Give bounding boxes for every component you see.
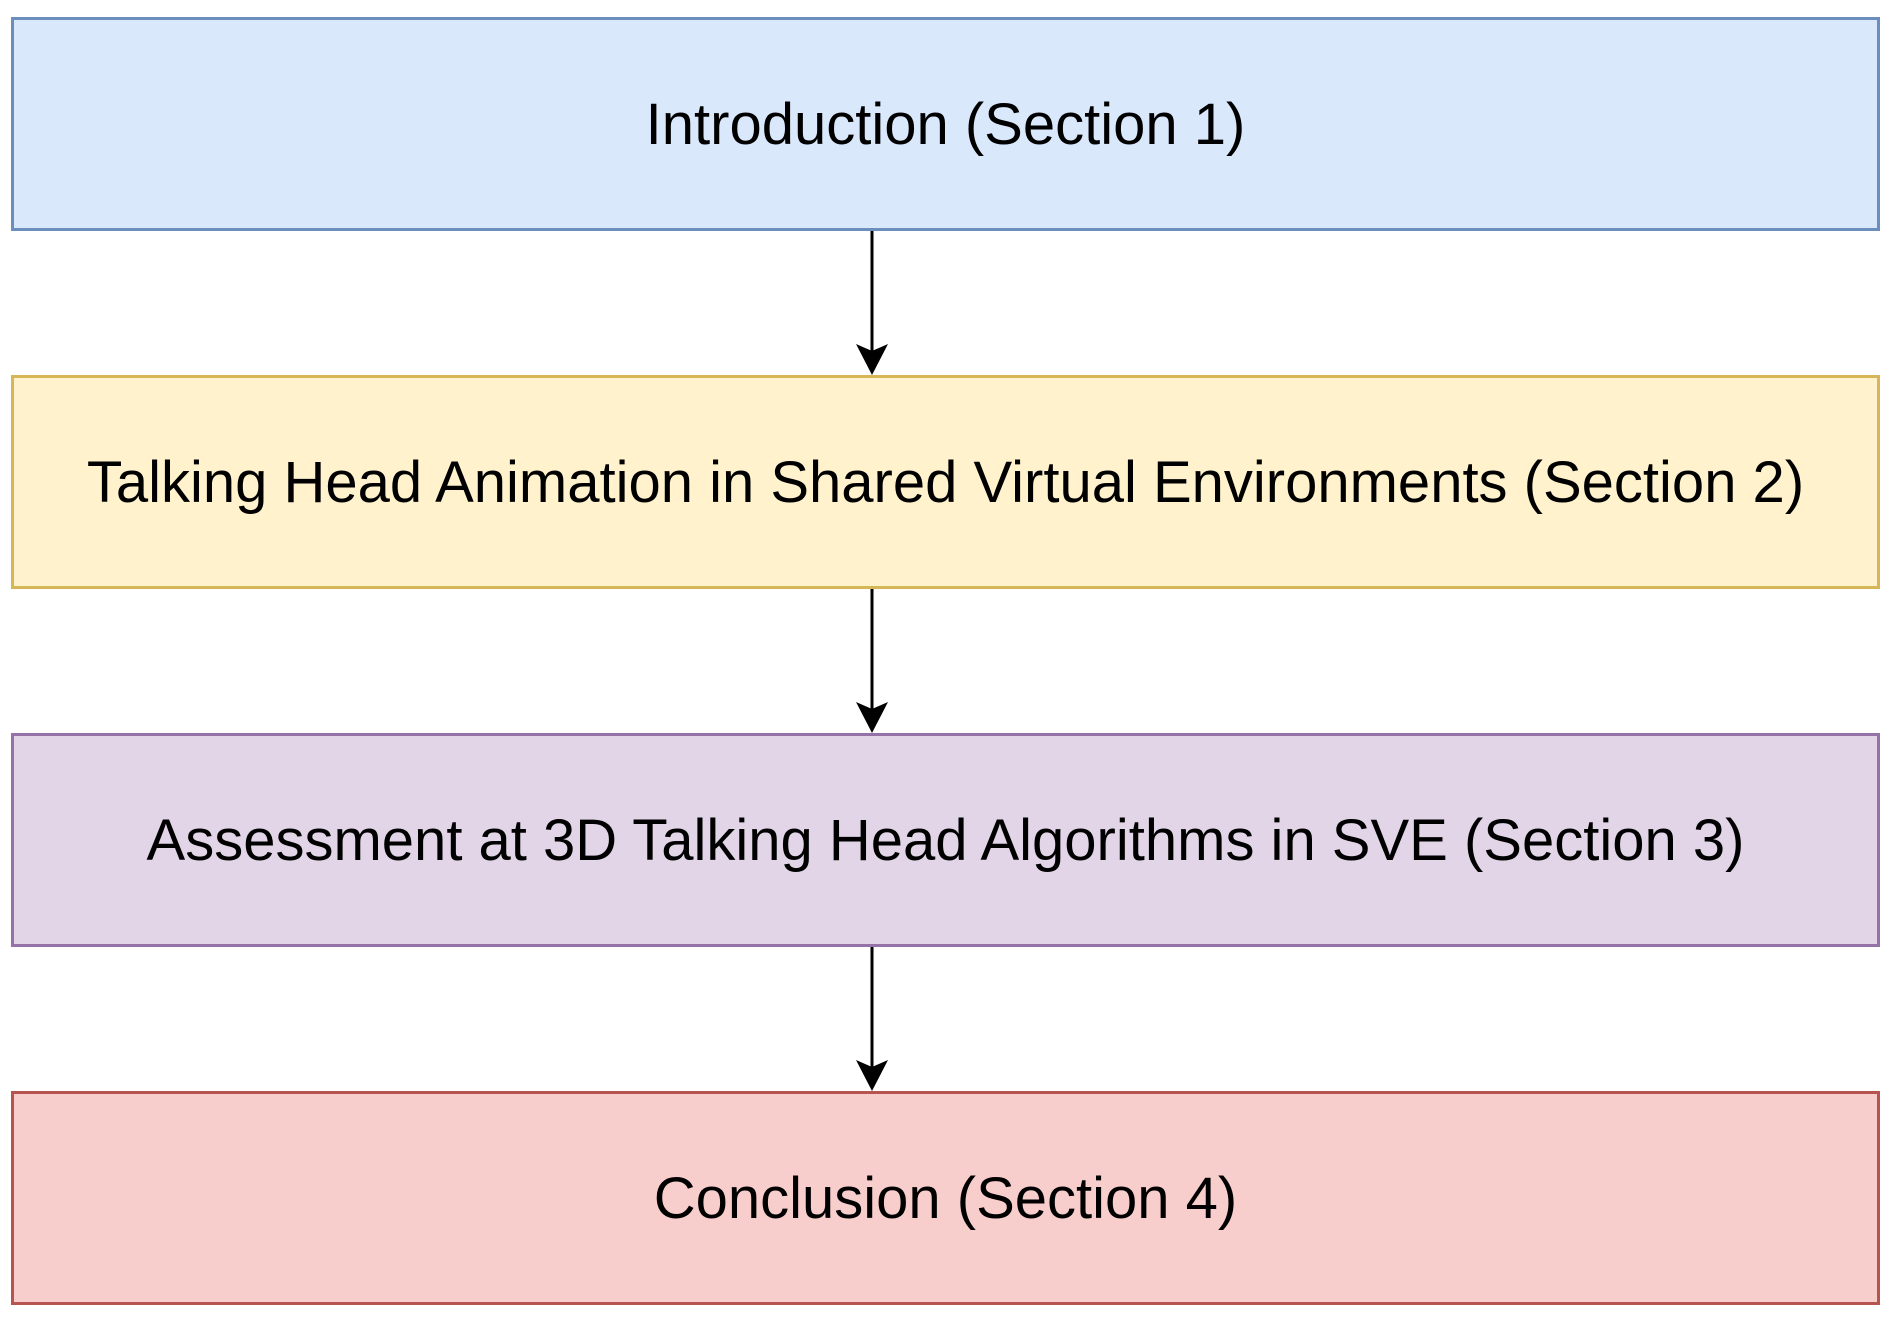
flow-box-talking-head-animation: Talking Head Animation in Shared Virtual… (11, 375, 1880, 589)
flow-box-label: Assessment at 3D Talking Head Algorithms… (146, 807, 1745, 873)
arrow-3-to-4 (856, 947, 888, 1091)
flow-box-introduction: Introduction (Section 1) (11, 17, 1880, 231)
flow-box-assessment: Assessment at 3D Talking Head Algorithms… (11, 733, 1880, 947)
flow-box-label: Talking Head Animation in Shared Virtual… (86, 449, 1805, 515)
arrow-head (856, 1060, 888, 1091)
arrow-2-to-3 (856, 589, 888, 733)
flow-box-label: Conclusion (Section 4) (653, 1165, 1238, 1231)
arrow-head (856, 344, 888, 375)
flow-box-conclusion: Conclusion (Section 4) (11, 1091, 1880, 1305)
arrow-1-to-2 (856, 231, 888, 375)
flow-box-label: Introduction (Section 1) (645, 91, 1246, 157)
arrow-head (856, 702, 888, 733)
